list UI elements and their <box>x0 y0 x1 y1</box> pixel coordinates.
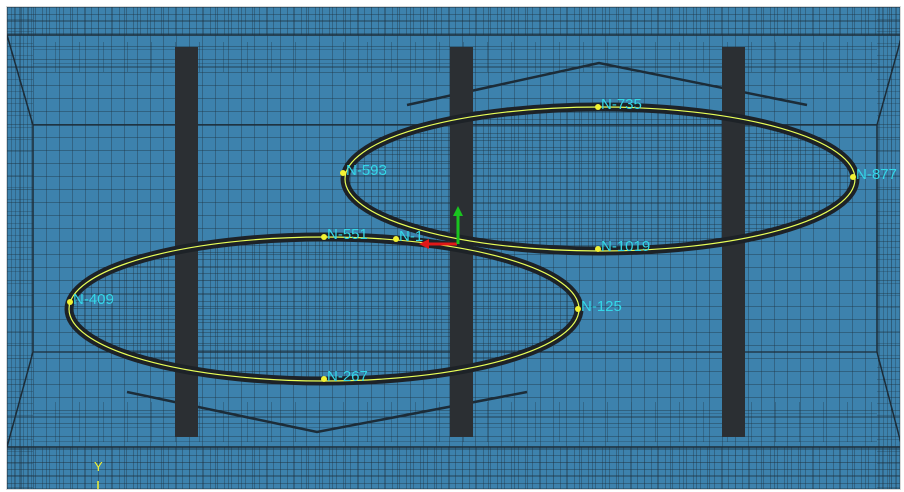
node-label-n1: N-1 <box>399 228 423 245</box>
node-marker <box>340 170 346 176</box>
node-n409[interactable]: N-409 <box>67 291 114 308</box>
node-marker <box>321 234 327 240</box>
node-label-n1019: N-1019 <box>601 238 650 255</box>
node-label-n409: N-409 <box>73 291 114 308</box>
node-marker <box>575 306 581 312</box>
node-marker <box>595 246 601 252</box>
node-n735[interactable]: N-735 <box>595 96 642 113</box>
x-arrowhead-icon <box>419 239 429 249</box>
node-label-n125: N-125 <box>581 298 622 315</box>
node-marker <box>67 299 73 305</box>
node-label-n735: N-735 <box>601 96 642 113</box>
global-axis-indicator: Y <box>94 459 103 489</box>
node-n1[interactable]: N-1 <box>393 228 423 245</box>
coordinate-triad <box>419 206 463 249</box>
node-marker <box>850 174 856 180</box>
node-n1019[interactable]: N-1019 <box>595 238 650 255</box>
mesh-scene[interactable]: N-735 N-593 N-877 N-551 N-1 N-1019 N-409 <box>7 7 901 490</box>
global-axis-label: Y <box>94 459 103 474</box>
node-n125[interactable]: N-125 <box>575 298 622 315</box>
node-marker <box>393 236 399 242</box>
node-n877[interactable]: N-877 <box>850 166 897 183</box>
node-marker <box>321 376 327 382</box>
node-n551[interactable]: N-551 <box>321 226 368 243</box>
node-n593[interactable]: N-593 <box>340 162 387 179</box>
model-viewport[interactable]: N-735 N-593 N-877 N-551 N-1 N-1019 N-409 <box>6 6 901 490</box>
node-label-n593: N-593 <box>346 162 387 179</box>
node-label-n551: N-551 <box>327 226 368 243</box>
y-arrowhead-icon <box>453 206 463 216</box>
node-label-n877: N-877 <box>856 166 897 183</box>
node-n267[interactable]: N-267 <box>321 368 368 385</box>
node-label-n267: N-267 <box>327 368 368 385</box>
node-marker <box>595 104 601 110</box>
